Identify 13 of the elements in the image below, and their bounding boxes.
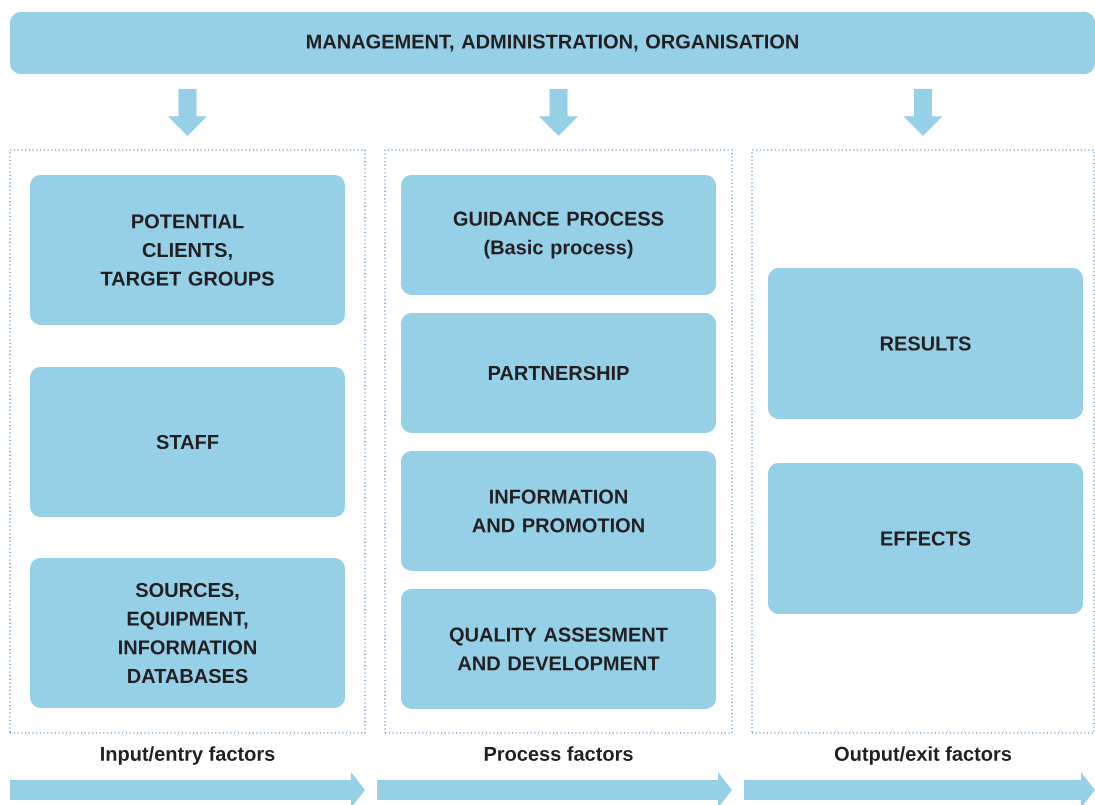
process-box: EFFECTS (768, 463, 1083, 614)
process-box: SOURCES, EQUIPMENT, INFORMATION DATABASES (30, 558, 345, 708)
node-label: Process factors (484, 746, 633, 761)
process-box: QUALITY ASSESMENT AND DEVELOPMENT (401, 589, 716, 709)
process-box: GUIDANCE PROCESS (Basic process) (401, 175, 716, 295)
process-box: STAFF (30, 367, 345, 517)
node-label: Output/exit factors (834, 746, 1012, 765)
process-box: POTENTIAL CLIENTS, TARGET GROUPS (30, 175, 345, 325)
node-label: Input/entry factors (101, 746, 275, 765)
process-box: MANAGEMENT, ADMINISTRATION, ORGANISATION (10, 12, 1095, 74)
process-box: RESULTS (768, 268, 1083, 419)
process-box: INFORMATION AND PROMOTION (401, 451, 716, 571)
process-box: PARTNERSHIP (401, 313, 716, 433)
